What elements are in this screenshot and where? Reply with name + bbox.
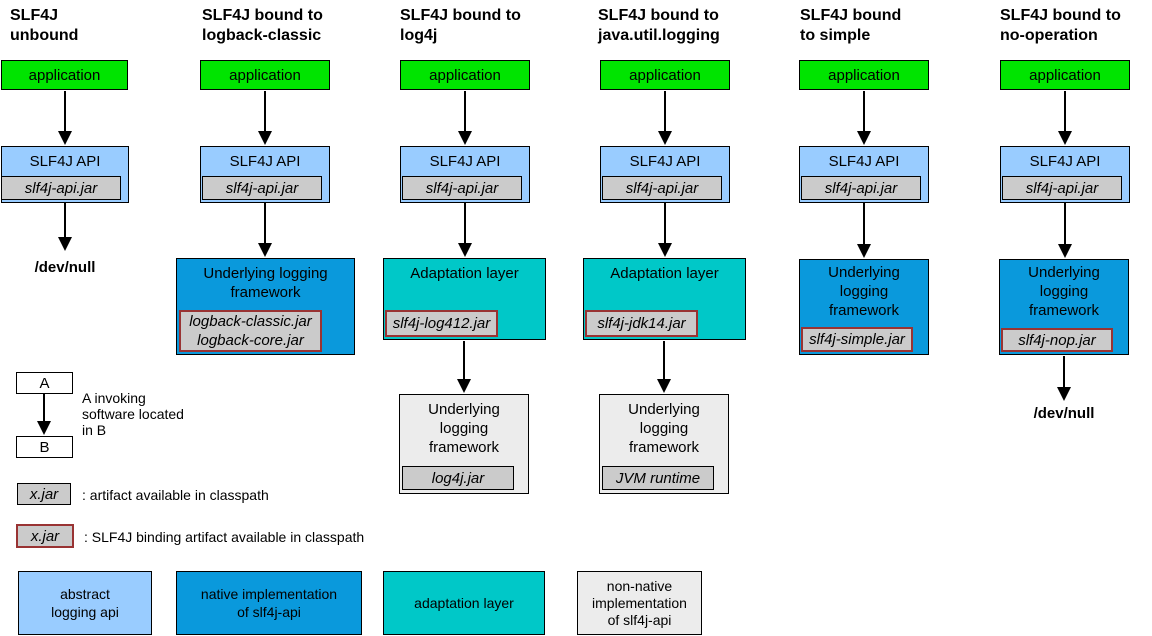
application-box: application <box>799 60 929 90</box>
binding-jar-badge: slf4j-simple.jar <box>801 327 913 352</box>
underlying-framework-box: Underlying logging framework slf4j-simpl… <box>799 259 929 355</box>
slf4j-api-box: SLF4J API slf4j-api.jar <box>400 146 530 203</box>
application-box: application <box>400 60 530 90</box>
column-title-logback: SLF4J bound to logback-classic <box>202 7 323 44</box>
dev-null-label: /dev/null <box>1033 405 1095 422</box>
down-arrow-icon <box>856 91 872 145</box>
slf4j-api-jar-badge: slf4j-api.jar <box>202 176 322 200</box>
application-box: application <box>200 60 330 90</box>
legend-artifact-note: : artifact available in classpath <box>82 487 269 503</box>
column-title-simple: SLF4J bound to simple <box>800 7 902 44</box>
legend-swatch-non-native: non-native implementation of slf4j-api <box>577 571 702 635</box>
slf4j-api-jar-badge: slf4j-api.jar <box>402 176 522 200</box>
down-arrow-icon <box>57 91 73 145</box>
application-box: application <box>1000 60 1130 90</box>
binding-jar-badge: slf4j-jdk14.jar <box>585 310 698 337</box>
down-arrow-icon <box>1057 91 1073 145</box>
framework-jar-badge: JVM runtime <box>602 466 714 490</box>
down-arrow-icon <box>657 91 673 145</box>
down-arrow-icon <box>257 203 273 257</box>
slf4j-api-box: SLF4J API slf4j-api.jar <box>1000 146 1130 203</box>
column-title-nop: SLF4J bound to no-operation <box>1000 7 1121 44</box>
underlying-framework-box: Underlying logging framework log4j.jar <box>399 394 529 494</box>
slf4j-api-box: SLF4J API slf4j-api.jar <box>1 146 129 203</box>
legend-swatch-adaptation-layer: adaptation layer <box>383 571 545 635</box>
legend-swatch-abstract-api: abstract logging api <box>18 571 152 635</box>
slf4j-api-box: SLF4J API slf4j-api.jar <box>600 146 730 203</box>
column-title-log4j: SLF4J bound to log4j <box>400 7 521 44</box>
adaptation-layer-box: Adaptation layer slf4j-jdk14.jar <box>583 258 746 340</box>
down-arrow-icon <box>257 91 273 145</box>
application-box: application <box>1 60 128 90</box>
down-arrow-icon <box>1056 356 1072 401</box>
slf4j-api-box: SLF4J API slf4j-api.jar <box>200 146 330 203</box>
binding-jar-badge: logback-classic.jar logback-core.jar <box>179 310 322 352</box>
legend-artifact-jar: x.jar <box>17 483 71 505</box>
legend-invoking-note: A invoking software located in B <box>82 390 184 438</box>
underlying-framework-box: Underlying logging framework JVM runtime <box>599 394 729 494</box>
slf4j-api-jar-badge: slf4j-api.jar <box>1002 176 1122 200</box>
framework-jar-badge: log4j.jar <box>402 466 514 490</box>
slf4j-api-jar-badge: slf4j-api.jar <box>1 176 121 200</box>
down-arrow-icon <box>1057 203 1073 258</box>
slf4j-api-jar-badge: slf4j-api.jar <box>801 176 921 200</box>
down-arrow-icon <box>457 91 473 145</box>
down-arrow-icon <box>856 203 872 258</box>
down-arrow-icon <box>656 341 672 393</box>
slf4j-api-box: SLF4J API slf4j-api.jar <box>799 146 929 203</box>
down-arrow-icon <box>457 203 473 257</box>
legend-swatch-native-impl: native implementation of slf4j-api <box>176 571 362 635</box>
application-box: application <box>600 60 730 90</box>
adaptation-layer-box: Adaptation layer slf4j-log412.jar <box>383 258 546 340</box>
underlying-framework-box: Underlying logging framework logback-cla… <box>176 258 355 355</box>
down-arrow-icon <box>657 203 673 257</box>
down-arrow-icon <box>456 341 472 393</box>
column-title-unbound: SLF4J unbound <box>10 7 79 44</box>
legend-box-a: A <box>16 372 73 394</box>
binding-jar-badge: slf4j-nop.jar <box>1001 328 1113 352</box>
underlying-framework-box: Underlying logging framework slf4j-nop.j… <box>999 259 1129 355</box>
column-title-jul: SLF4J bound to java.util.logging <box>598 7 720 44</box>
down-arrow-icon <box>36 394 52 435</box>
legend-box-b: B <box>16 436 73 458</box>
binding-jar-badge: slf4j-log412.jar <box>385 310 498 337</box>
dev-null-label: /dev/null <box>34 259 96 276</box>
down-arrow-icon <box>57 203 73 251</box>
legend-binding-note: : SLF4J binding artifact available in cl… <box>84 529 365 545</box>
legend-binding-jar: x.jar <box>16 524 74 548</box>
slf4j-api-jar-badge: slf4j-api.jar <box>602 176 722 200</box>
